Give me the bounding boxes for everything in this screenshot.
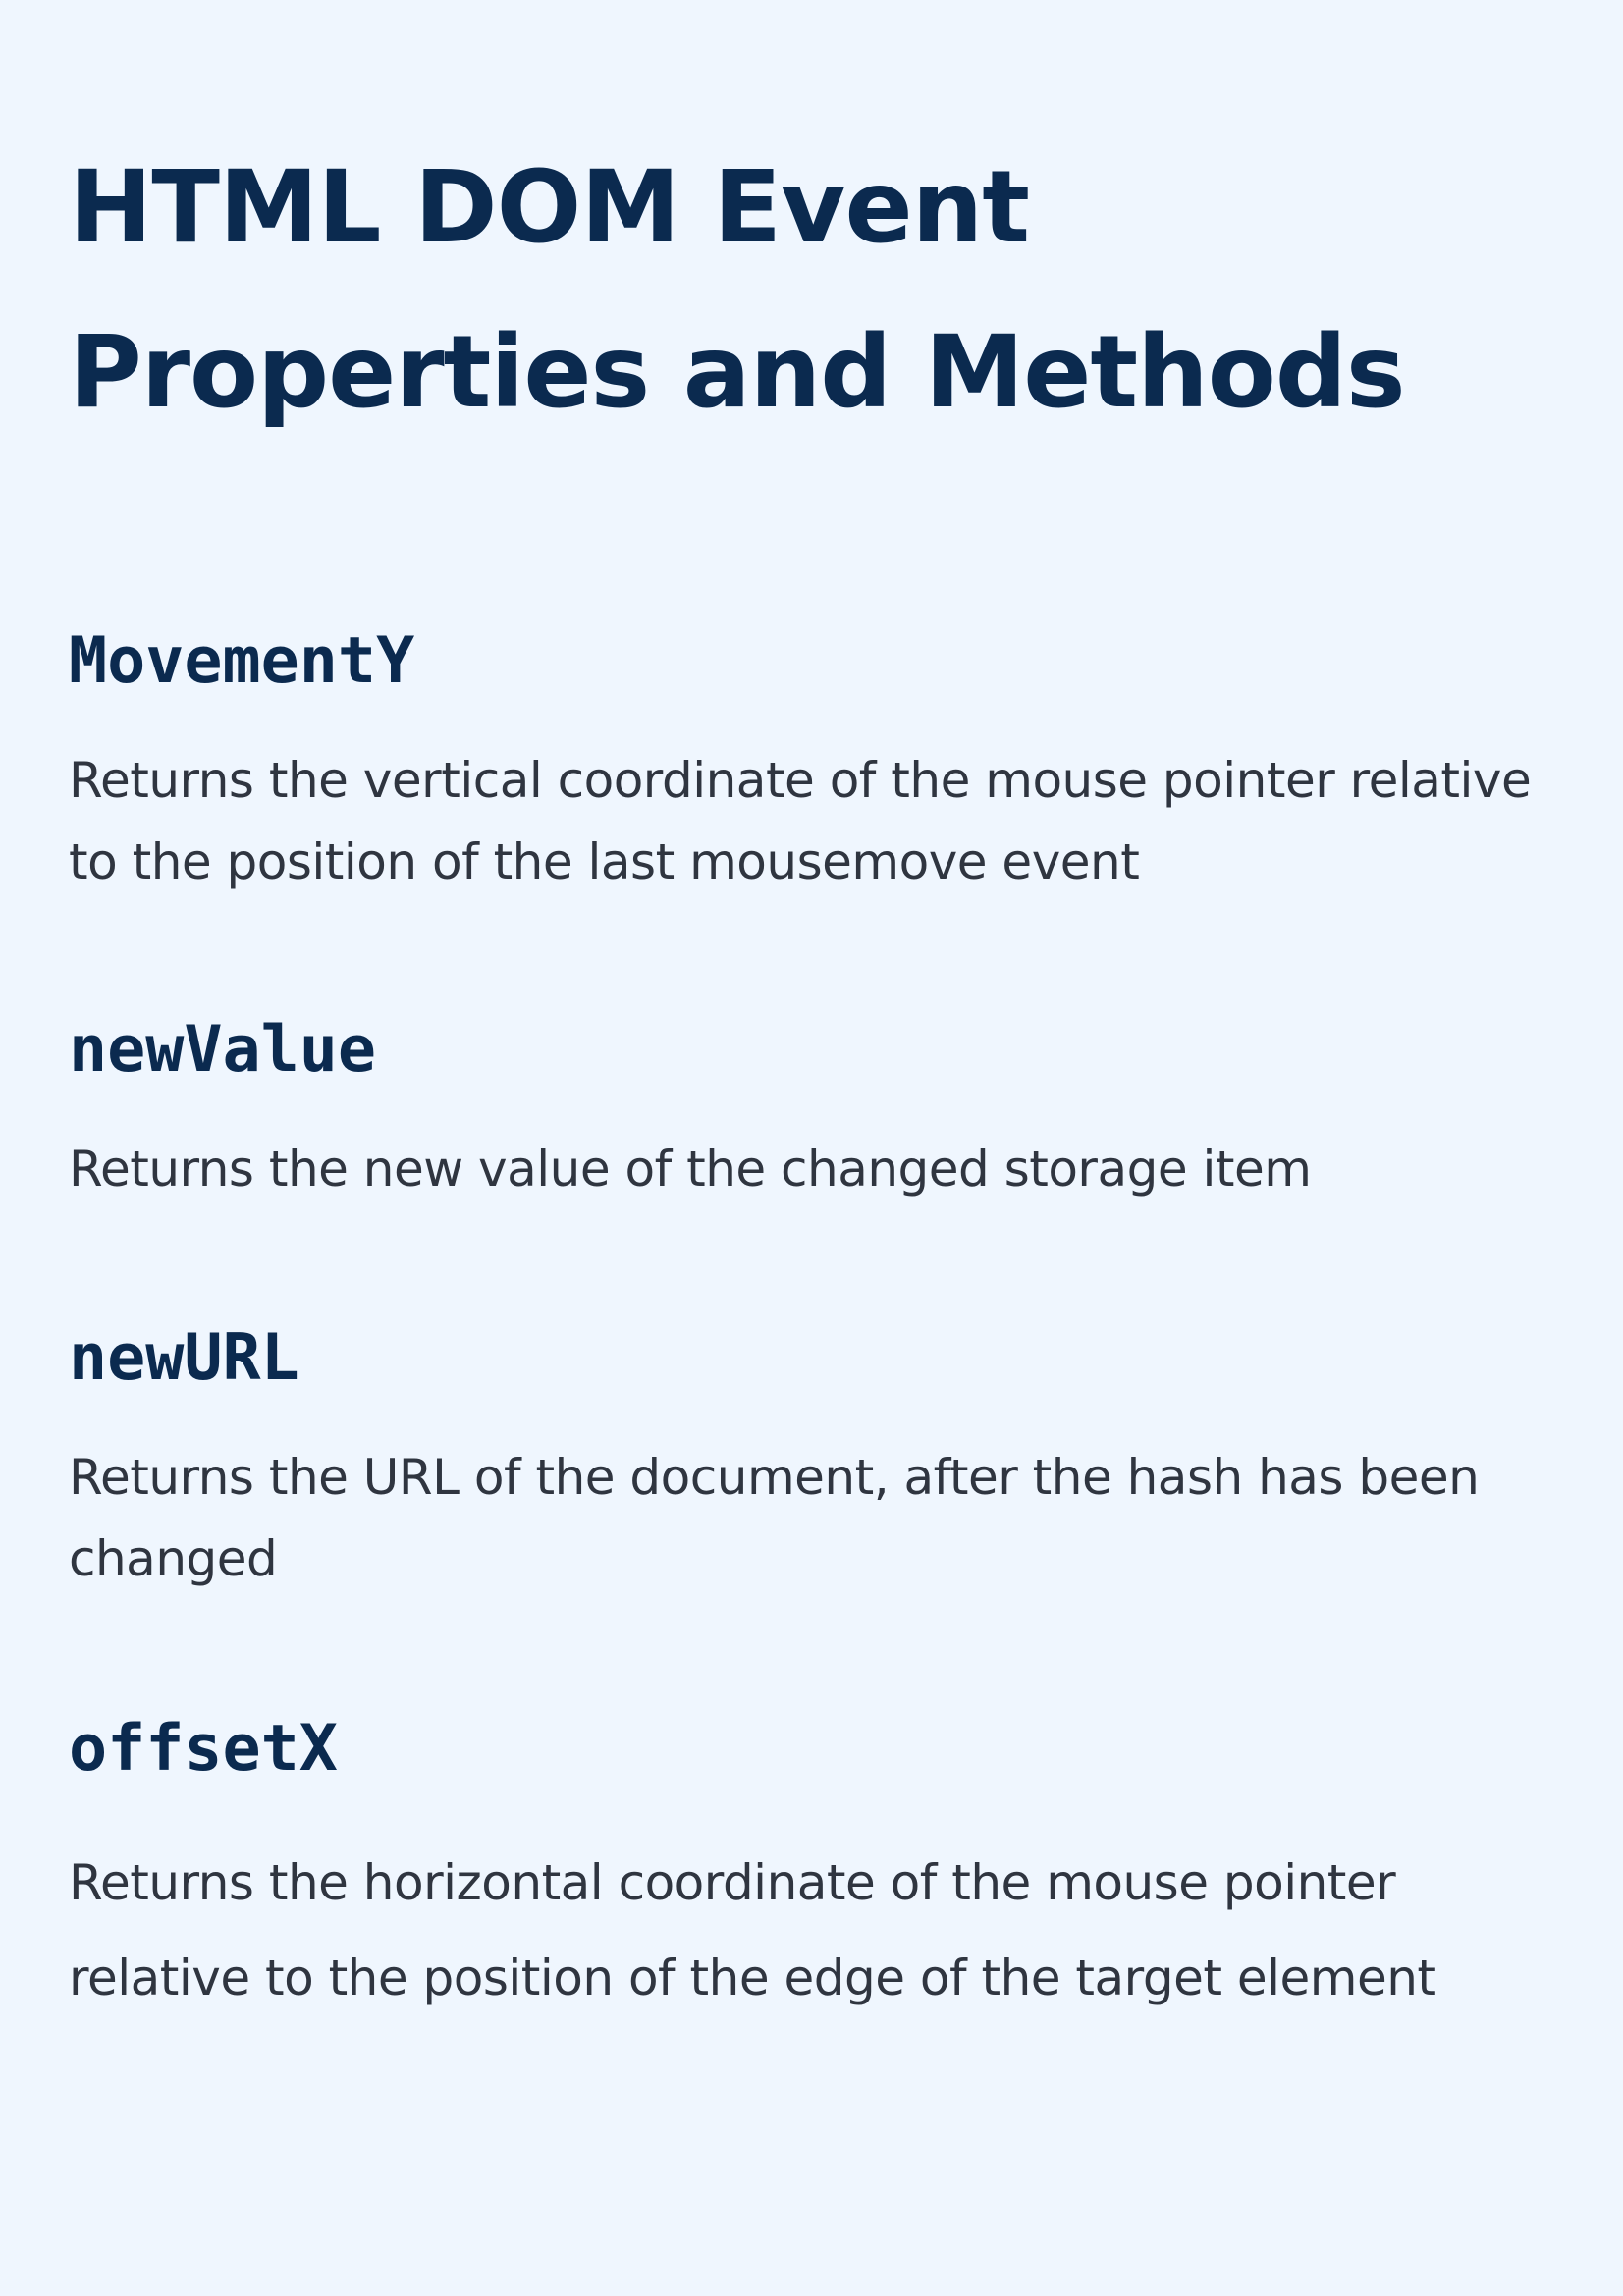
- property-entry-newurl: newURL Returns the URL of the document, …: [69, 1319, 1561, 1600]
- property-entry-movementy: MovementY Returns the vertical coordinat…: [69, 622, 1561, 903]
- property-description: Returns the horizontal coordinate of the…: [69, 1854, 1436, 2006]
- property-description: Returns the new value of the changed sto…: [69, 1141, 1312, 1198]
- property-description: Returns the URL of the document, after t…: [69, 1449, 1480, 1587]
- property-name: offsetX: [69, 1712, 338, 1786]
- property-entry-offsetx: offsetX Returns the horizontal coordinat…: [69, 1710, 1561, 2026]
- property-name: newURL: [69, 1321, 299, 1395]
- property-name: newValue: [69, 1013, 377, 1087]
- property-description: Returns the vertical coordinate of the m…: [69, 752, 1532, 890]
- property-name: MovementY: [69, 624, 415, 698]
- page-title: HTML DOM Event Properties and Methods: [69, 149, 1406, 431]
- property-entry-newvalue: newValue Returns the new value of the ch…: [69, 1011, 1561, 1210]
